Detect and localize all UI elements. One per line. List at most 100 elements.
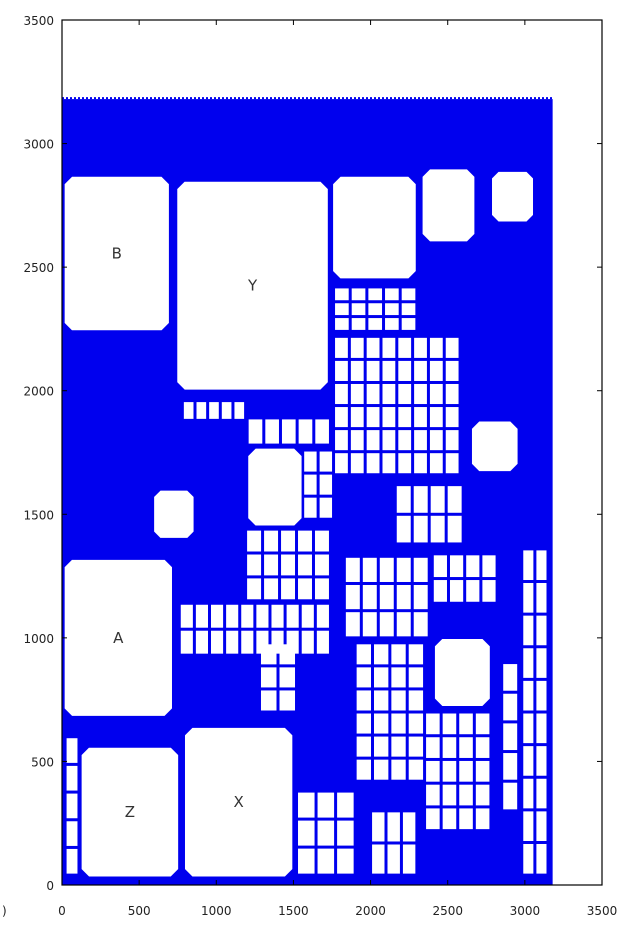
cell-grid-8-cell	[413, 612, 428, 637]
cell-grid-layer	[66, 288, 547, 874]
cell-grid-9-cell	[482, 555, 496, 578]
cell-grid-1-cell	[350, 453, 364, 474]
cell-grid-1-cell	[366, 453, 380, 474]
cell-grid-10-cell	[260, 667, 277, 688]
cell-grid-12-cell	[459, 784, 473, 806]
cell-grid-7-cell	[226, 630, 239, 654]
cell-grid-0-cell	[335, 318, 349, 330]
macro-block-4	[489, 169, 536, 224]
cell-grid-6-cell	[298, 554, 312, 576]
cell-grid-11-cell	[374, 690, 389, 711]
cell-grid-0-cell	[351, 318, 366, 330]
cell-grid-12-cell	[459, 808, 473, 830]
cell-grid-4-cell	[304, 497, 317, 518]
cell-grid-1-cell	[350, 430, 364, 451]
cell-grid-5-cell	[413, 515, 428, 543]
cell-grid-6-cell	[247, 578, 262, 600]
cell-grid-1-cell	[382, 360, 396, 381]
cell-grid-11-cell	[391, 690, 406, 711]
cell-grid-15-cell	[536, 778, 547, 809]
cell-grid-1-cell	[350, 337, 364, 358]
cell-grid-1-cell	[429, 453, 443, 474]
cell-grid-12-cell	[459, 760, 473, 782]
macro-label-z: Z	[125, 803, 135, 821]
cell-grid-7-cell	[241, 604, 254, 628]
cell-grid-12-cell	[442, 760, 457, 782]
cell-grid-13-cell	[337, 820, 354, 846]
x-tick-label: 0	[58, 904, 66, 918]
cell-grid-17-cell	[503, 693, 518, 721]
cell-grid-14-cell	[372, 812, 385, 842]
cell-grid-1-cell	[398, 407, 412, 428]
cell-grid-7-cell	[195, 604, 208, 628]
cell-grid-1-cell	[429, 337, 443, 358]
cell-grid-8-cell	[345, 557, 360, 582]
cell-grid-1-cell	[366, 337, 380, 358]
cell-grid-12-cell	[442, 737, 457, 758]
cell-grid-12-cell	[442, 808, 457, 830]
cell-grid-3-cell	[298, 419, 313, 444]
cell-grid-11-cell	[356, 713, 371, 734]
cell-grid-6-cell	[298, 578, 312, 600]
cell-grid-10-cell	[279, 667, 296, 688]
cell-grid-13-cell	[317, 792, 335, 818]
cell-grid-15-cell	[536, 746, 547, 776]
cell-grid-6-cell	[281, 554, 296, 576]
cell-grid-8-cell	[413, 584, 428, 610]
cell-grid-0-cell	[368, 288, 383, 301]
cell-grid-1-cell	[398, 360, 412, 381]
cell-grid-3-cell	[281, 419, 296, 444]
cell-grid-1-cell	[445, 337, 459, 358]
cell-grid-6-cell	[281, 530, 296, 552]
cell-grid-6-cell	[314, 530, 329, 552]
cell-grid-6-cell	[264, 554, 279, 576]
cell-grid-13-cell	[337, 848, 354, 874]
cell-grid-1-cell	[398, 430, 412, 451]
y-tick-label: 0	[46, 879, 54, 893]
cell-grid-11-cell	[391, 644, 406, 665]
cell-grid-0-cell	[368, 303, 383, 316]
cell-grid-0-cell	[351, 288, 366, 301]
cell-grid-1-cell	[335, 407, 348, 428]
cell-grid-0-cell	[335, 303, 349, 316]
cell-grid-11-cell	[374, 736, 389, 757]
cell-grid-1-cell	[366, 383, 380, 405]
cell-grid-8-cell	[379, 584, 394, 610]
cell-grid-11-cell	[356, 667, 371, 688]
cell-grid-0-cell	[368, 318, 383, 330]
cell-grid-0-cell	[335, 288, 349, 301]
macro-block-1	[175, 179, 331, 392]
cell-grid-13-cell	[337, 792, 354, 818]
macro-block-7	[151, 488, 196, 541]
cell-grid-8-cell	[362, 557, 377, 582]
cell-grid-6-cell	[247, 554, 262, 576]
cell-grid-15-cell	[523, 550, 534, 581]
cell-grid-16-cell	[66, 793, 78, 819]
cell-grid-15-cell	[536, 843, 547, 874]
macro-label-b: B	[112, 245, 122, 263]
cell-grid-7-cell	[180, 630, 193, 654]
cell-grid-11-cell	[408, 644, 424, 665]
cell-grid-13-cell	[298, 820, 315, 846]
cell-grid-8-cell	[362, 584, 377, 610]
cell-grid-11-cell	[356, 690, 371, 711]
y-tick-label: 2500	[23, 261, 54, 275]
cell-grid-11-cell	[374, 667, 389, 688]
cell-grid-5-cell	[430, 515, 445, 543]
cell-grid-8-cell	[413, 557, 428, 582]
cell-grid-2-cell	[209, 402, 219, 419]
cell-grid-12-cell	[459, 737, 473, 758]
cell-grid-5-cell	[447, 486, 462, 513]
cell-grid-3-cell	[265, 419, 279, 444]
cell-grid-1-cell	[350, 383, 364, 405]
cell-grid-15-cell	[523, 811, 534, 841]
cell-grid-7-cell	[195, 630, 208, 654]
cell-grid-8-cell	[396, 612, 411, 637]
cell-grid-11-cell	[408, 690, 424, 711]
cell-grid-6-cell	[264, 530, 279, 552]
cell-grid-1-cell	[414, 430, 427, 451]
cell-grid-6-cell	[314, 554, 329, 576]
y-tick-label: 1500	[23, 508, 54, 522]
